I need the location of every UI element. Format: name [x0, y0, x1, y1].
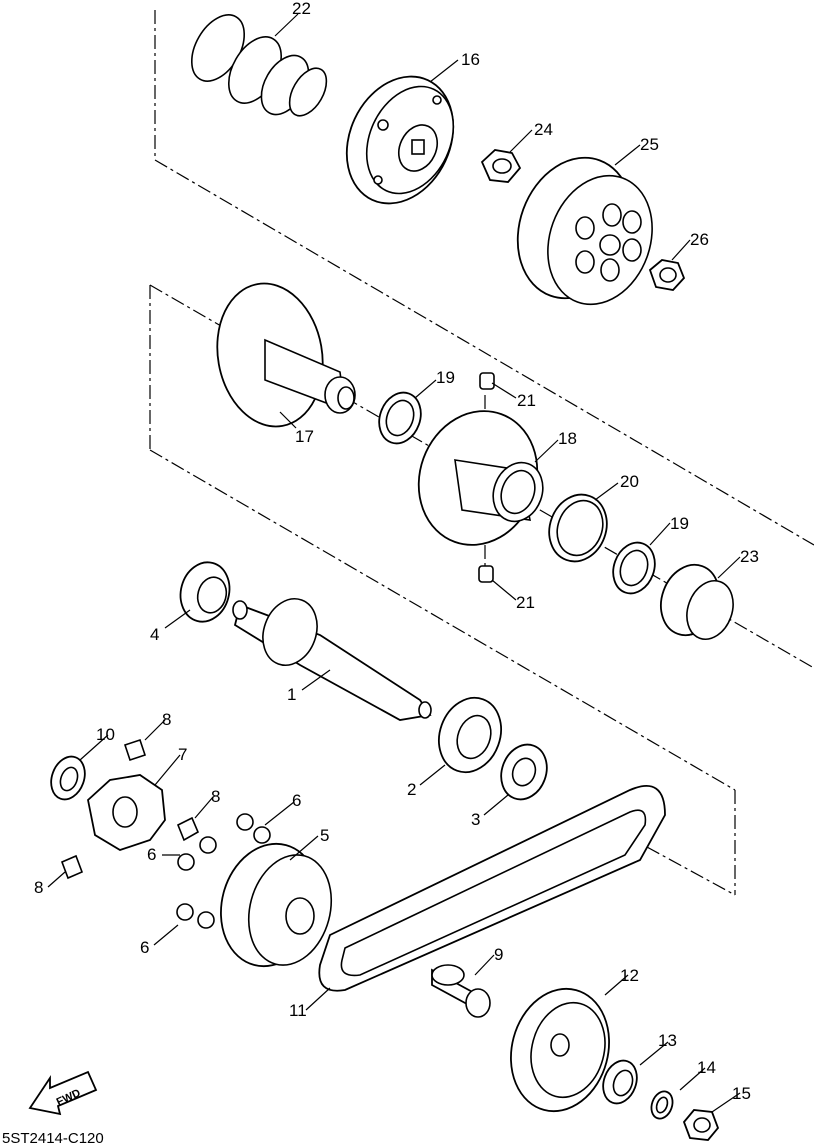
- part-19-collar-upper[interactable]: [372, 387, 427, 450]
- callout-14: 14: [697, 1058, 716, 1077]
- callout-2: 2: [407, 780, 416, 799]
- callout-15: 15: [732, 1084, 751, 1103]
- part-16-clutch-plate[interactable]: [327, 59, 473, 221]
- part-15-nut[interactable]: [682, 1109, 720, 1141]
- callout-26: 26: [690, 230, 709, 249]
- part-5-primary-sheave[interactable]: [208, 833, 344, 978]
- callout-9: 9: [494, 945, 503, 964]
- part-10-washer[interactable]: [45, 752, 90, 804]
- part-8-slider-b[interactable]: [176, 816, 200, 842]
- callout-labels: 22 16 24 25 26 17 19 21 18 20 19 23 21 4…: [34, 0, 759, 1103]
- part-24-nut[interactable]: [480, 149, 522, 183]
- callout-13: 13: [658, 1031, 677, 1050]
- callout-10: 10: [96, 725, 115, 744]
- part-12-fan-sheave[interactable]: [498, 978, 623, 1123]
- part-23-bearing[interactable]: [651, 557, 741, 646]
- callout-11: 11: [289, 1001, 307, 1020]
- callout-7: 7: [178, 745, 187, 764]
- part-13-spacer[interactable]: [597, 1056, 642, 1108]
- part-6-weights-a[interactable]: [236, 813, 271, 844]
- part-8-slider-a[interactable]: [123, 738, 147, 762]
- callout-6-middle: 6: [147, 845, 156, 864]
- callout-6-bottom: 6: [140, 938, 149, 957]
- part-22-spring[interactable]: [181, 6, 334, 123]
- part-17-sheave[interactable]: [206, 275, 356, 435]
- callout-18: 18: [558, 429, 577, 448]
- part-2-bearing[interactable]: [429, 689, 511, 781]
- part-8-slider-c[interactable]: [60, 854, 84, 880]
- part-9-collar[interactable]: [431, 964, 491, 1018]
- callout-24: 24: [534, 120, 553, 139]
- callout-8-middle: 8: [211, 787, 220, 806]
- part-6-weights-c[interactable]: [176, 903, 215, 929]
- callout-12: 12: [620, 966, 639, 985]
- part-7-cam[interactable]: [87, 774, 166, 851]
- callout-5: 5: [320, 826, 329, 845]
- diagram-code: 5ST2414-C120: [2, 1130, 104, 1147]
- part-3-oil-seal[interactable]: [494, 738, 554, 806]
- fwd-arrow: FWD: [28, 1070, 98, 1116]
- part-21-screw-upper[interactable]: [479, 372, 495, 390]
- part-6-weights-b[interactable]: [177, 836, 217, 871]
- callout-19-lower: 19: [670, 514, 689, 533]
- leader-lines: [47, 13, 741, 1113]
- callout-19-upper: 19: [436, 368, 455, 387]
- callout-8-top: 8: [162, 710, 171, 729]
- part-4-bearing[interactable]: [174, 557, 236, 627]
- callout-21-lower: 21: [516, 593, 535, 612]
- callout-25: 25: [640, 135, 659, 154]
- callout-22: 22: [292, 0, 311, 18]
- callout-21-upper: 21: [517, 391, 536, 410]
- part-19-collar-lower[interactable]: [606, 537, 661, 600]
- part-14-washer[interactable]: [648, 1088, 676, 1121]
- part-11-v-belt[interactable]: [318, 785, 666, 992]
- part-25-clutch-housing[interactable]: [499, 142, 670, 320]
- part-20-oil-seal[interactable]: [540, 486, 616, 569]
- part-1-shaft[interactable]: [232, 591, 432, 721]
- part-26-nut[interactable]: [648, 259, 686, 291]
- callout-4: 4: [150, 625, 159, 644]
- part-21-screw-lower[interactable]: [478, 565, 494, 583]
- part-18-secondary-sheave[interactable]: [400, 394, 556, 561]
- callout-1: 1: [287, 685, 296, 704]
- callout-16: 16: [461, 50, 480, 69]
- callout-20: 20: [620, 472, 639, 491]
- callout-8-bottom: 8: [34, 878, 43, 897]
- callout-17: 17: [295, 427, 314, 446]
- callout-6-top: 6: [292, 791, 301, 810]
- callout-23: 23: [740, 547, 759, 566]
- callout-3: 3: [471, 810, 480, 829]
